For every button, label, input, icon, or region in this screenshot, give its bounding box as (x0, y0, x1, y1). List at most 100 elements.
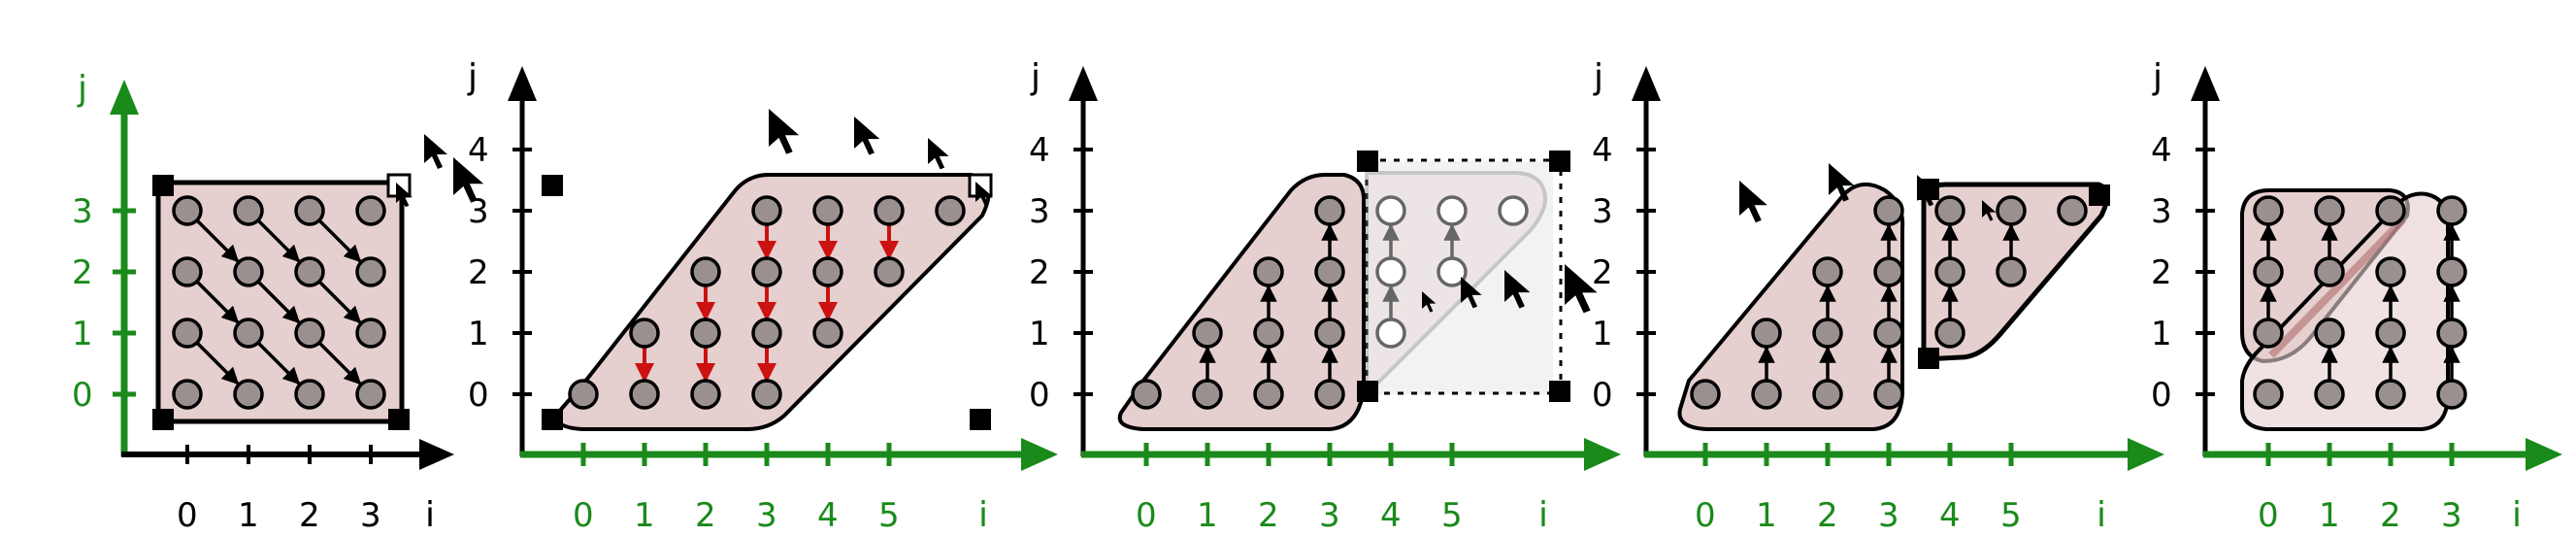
y-tick-label: 2 (72, 253, 93, 292)
x-tick-marks (1143, 443, 1455, 466)
y-axis-arrowhead (110, 80, 139, 115)
x-tick-label: 5 (1441, 496, 1463, 535)
x-tick-label: 1 (238, 496, 259, 535)
y-tick-label: 1 (1592, 315, 1613, 353)
y-tick-label: 4 (468, 131, 489, 170)
corner-marker (542, 175, 563, 196)
iteration-points (1690, 195, 2088, 410)
y-tick-label: 0 (468, 376, 489, 415)
x-tick-label: 5 (2000, 496, 2022, 535)
dashed-tile-boundary (1365, 158, 1563, 395)
x-tick-label: 0 (1136, 496, 1157, 535)
future-iteration-points (1375, 195, 1529, 349)
x-tick-marks (1702, 443, 2014, 466)
x-tick-label: 0 (1695, 496, 1716, 535)
y-tick-label: 1 (72, 315, 93, 353)
x-tick-label: 2 (2380, 496, 2401, 535)
x-tick-label: 3 (360, 496, 381, 535)
x-tick-label: 2 (299, 496, 320, 535)
x-tick-label: 3 (1319, 496, 1340, 535)
x-tick-label: 2 (1258, 496, 1279, 535)
iteration-points (172, 195, 386, 410)
x-axis-label: i (425, 495, 435, 535)
x-tick-label: 0 (573, 496, 594, 535)
x-tick-marks (185, 445, 373, 464)
corner-marker (1549, 151, 1570, 172)
y-axis-arrowhead (508, 66, 537, 101)
x-tick-marks (2265, 443, 2455, 466)
y-tick-label: 2 (2151, 253, 2172, 292)
iteration-points (2253, 195, 2467, 410)
y-tick-label: 0 (2151, 376, 2172, 415)
x-axis-arrowhead (2128, 438, 2164, 471)
x-tick-label: 4 (1939, 496, 1961, 535)
y-tick-label: 3 (1592, 192, 1613, 231)
dependence-arrows (2260, 223, 2460, 381)
y-axis-label: j (77, 69, 87, 109)
panel-4: j 4 3 2 1 0 0 1 2 3 4 5 i (1592, 57, 2164, 535)
y-tick-marks (1636, 148, 1656, 396)
panel-2: j 4 3 2 1 0 0 1 2 3 4 5 i (467, 57, 1058, 535)
corner-marker (542, 409, 563, 430)
y-tick-label: 1 (1029, 315, 1050, 353)
x-tick-label: 5 (878, 496, 900, 535)
x-tick-label: 1 (1197, 496, 1218, 535)
x-axis-arrowhead (2526, 438, 2562, 471)
y-tick-label: 4 (1029, 131, 1050, 170)
y-axis-label: j (467, 57, 478, 97)
x-tick-label: 3 (756, 496, 777, 535)
x-axis-label: i (978, 495, 988, 535)
y-tick-marks (512, 148, 532, 396)
y-axis-label: j (1030, 57, 1040, 97)
x-tick-label: 0 (2258, 496, 2279, 535)
x-axis-label: i (2097, 495, 2106, 535)
y-axis-arrowhead (1632, 66, 1661, 101)
mouse-pointer-icon (928, 138, 949, 170)
x-axis-arrowhead (419, 439, 454, 470)
corner-marker (1918, 348, 1939, 369)
dependence-arrows-faded (1382, 223, 1461, 319)
x-axis-label: i (2512, 495, 2522, 535)
y-tick-label: 3 (2151, 192, 2172, 231)
x-tick-label: 4 (817, 496, 839, 535)
y-tick-label: 4 (2151, 131, 2172, 170)
x-tick-label: 2 (1817, 496, 1838, 535)
x-tick-label: 2 (695, 496, 716, 535)
iteration-points (568, 195, 966, 410)
y-tick-label: 3 (468, 192, 489, 231)
y-tick-label: 2 (1029, 253, 1050, 292)
y-tick-label: 0 (72, 376, 93, 415)
corner-marker (1357, 151, 1378, 172)
y-tick-label: 2 (1592, 253, 1613, 292)
corner-marker (2089, 184, 2110, 206)
x-axis-arrowhead (1021, 438, 1058, 471)
y-tick-label: 3 (1029, 192, 1050, 231)
x-axis-arrowhead (1584, 438, 1621, 471)
x-tick-label: 3 (1878, 496, 1899, 535)
y-tick-marks (1073, 148, 1093, 396)
y-tick-label: 1 (468, 315, 489, 353)
corner-marker (152, 175, 174, 196)
iteration-points (1131, 195, 1345, 410)
x-axis-label: i (1538, 495, 1548, 535)
y-tick-marks (113, 208, 136, 397)
corner-marker (1357, 381, 1378, 402)
mouse-pointer-icon (769, 109, 800, 154)
corner-marker (388, 409, 410, 430)
panel-5: j 4 3 2 1 0 0 1 2 3 i (2151, 57, 2562, 535)
y-axis-arrowhead (1069, 66, 1098, 101)
x-tick-label: 3 (2441, 496, 2462, 535)
y-tick-label: 0 (1029, 376, 1050, 415)
y-axis-label: j (1593, 57, 1603, 97)
x-tick-label: 1 (1756, 496, 1777, 535)
x-tick-marks (580, 443, 892, 466)
corner-marker (152, 409, 174, 430)
y-axis-arrowhead (2191, 66, 2220, 101)
x-tick-label: 1 (634, 496, 655, 535)
dependence-arrows (1758, 223, 2020, 381)
x-tick-label: 0 (177, 496, 198, 535)
y-tick-label: 4 (1592, 131, 1613, 170)
diagonal-overlap (2268, 217, 2406, 358)
x-tick-label: 4 (1380, 496, 1402, 535)
